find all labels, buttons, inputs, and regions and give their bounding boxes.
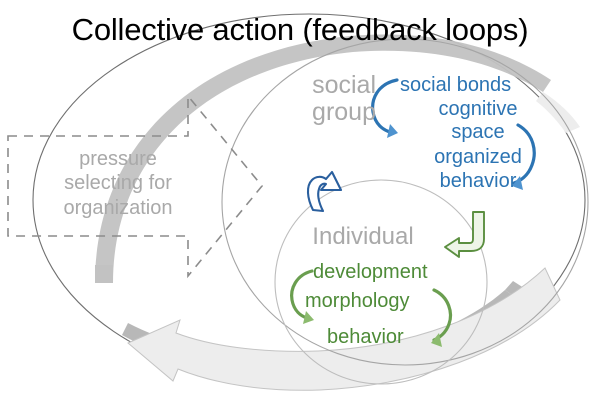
social-group-label: social group <box>312 71 376 126</box>
green-loop-arc-right-icon <box>431 288 453 347</box>
green-down-arrow-icon <box>444 211 485 258</box>
green-loop-arc-left-icon <box>290 269 314 324</box>
social-group-item-social-bonds: social bonds <box>400 74 512 96</box>
individual-item-morphology: morphology <box>305 290 410 312</box>
social-group-item-behavior: behavior <box>439 170 517 192</box>
blue-loop-arc-left-icon <box>371 78 399 138</box>
social-group-item-cognitive: cognitive <box>438 98 518 120</box>
page-title: Collective action (feedback loops) <box>71 12 529 47</box>
social-group-item-organized: organized <box>434 146 522 168</box>
social-group-item-space: space <box>451 121 505 143</box>
top-swoosh-band <box>95 34 551 283</box>
middle-ellipse-social-group-boundary <box>221 38 589 366</box>
dashed-selection-pressure-arrow <box>7 93 264 279</box>
bottom-right-swoosh-cap <box>505 281 524 297</box>
top-swoosh-end-cap <box>95 265 113 283</box>
blue-loop-arc-right-icon <box>512 123 536 190</box>
inner-circle-individual-boundary <box>274 179 488 385</box>
individual-label: Individual <box>312 223 414 250</box>
blue-up-arrow-icon <box>306 170 343 213</box>
individual-item-behavior: behavior <box>327 326 404 348</box>
pressure-selecting-label: pressure selecting for organization <box>63 148 173 219</box>
individual-item-development: development <box>313 261 428 283</box>
